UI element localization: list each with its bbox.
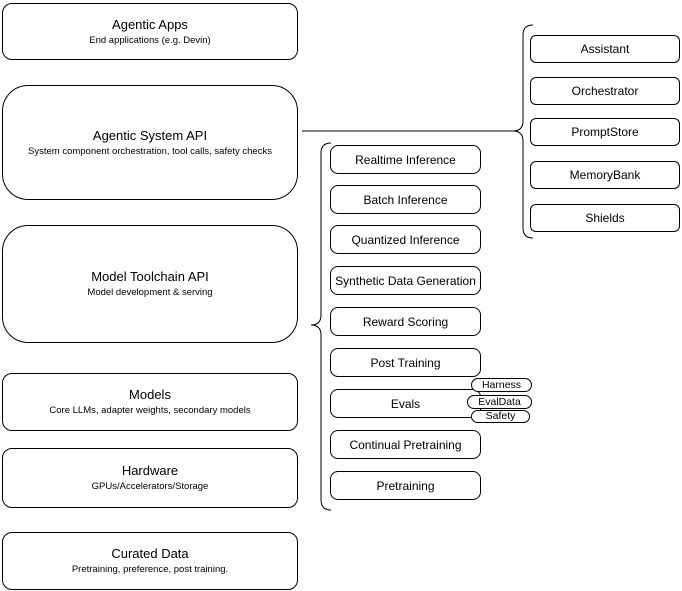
toolchain-item-batch-inference: Batch Inference xyxy=(330,185,481,214)
eval-tag-harness: Harness xyxy=(471,378,532,392)
system-item-shields: Shields xyxy=(530,204,680,232)
toolchain-item-pretraining: Pretraining xyxy=(330,471,481,500)
node-subtitle: GPUs/Accelerators/Storage xyxy=(91,481,209,492)
node-model-toolchain-api: Model Toolchain API Model development & … xyxy=(2,225,298,343)
node-agentic-system-api: Agentic System API System component orch… xyxy=(2,85,298,200)
system-item-memorybank: MemoryBank xyxy=(530,161,680,189)
node-models: Models Core LLMs, adapter weights, secon… xyxy=(2,373,298,431)
node-title: Models xyxy=(129,387,171,402)
eval-tag-evaldata: EvalData xyxy=(467,395,532,409)
system-item-orchestrator: Orchestrator xyxy=(530,77,680,105)
node-title: Agentic System API xyxy=(92,127,208,143)
node-subtitle: System component orchestration, tool cal… xyxy=(28,145,272,157)
toolchain-item-reward-scoring: Reward Scoring xyxy=(330,307,481,336)
eval-tag-safety: Safety xyxy=(471,410,530,423)
system-item-promptstore: PromptStore xyxy=(530,118,680,146)
toolchain-components-brace xyxy=(310,142,332,511)
toolchain-item-synthetic-data-generation: Synthetic Data Generation xyxy=(330,266,481,295)
node-subtitle: End applications (e.g. Devin) xyxy=(89,34,211,46)
toolchain-item-post-training: Post Training xyxy=(330,348,481,377)
toolchain-item-realtime-inference: Realtime Inference xyxy=(330,145,481,174)
toolchain-item-quantized-inference: Quantized Inference xyxy=(330,225,481,254)
toolchain-item-evals: Evals xyxy=(330,389,481,418)
node-hardware: Hardware GPUs/Accelerators/Storage xyxy=(2,448,298,508)
node-subtitle: Core LLMs, adapter weights, secondary mo… xyxy=(49,405,251,416)
node-agentic-apps: Agentic Apps End applications (e.g. Devi… xyxy=(2,3,298,60)
node-title: Curated Data xyxy=(111,546,189,561)
toolchain-item-continual-pretraining: Continual Pretraining xyxy=(330,430,481,459)
node-subtitle: Pretraining, preference, post training. xyxy=(71,564,229,575)
node-subtitle: Model development & serving xyxy=(87,287,213,298)
node-title: Hardware xyxy=(121,463,179,478)
system-components-brace xyxy=(512,24,534,239)
node-title: Agentic Apps xyxy=(112,16,188,32)
node-curated-data: Curated Data Pretraining, preference, po… xyxy=(2,532,298,590)
node-title: Model Toolchain API xyxy=(91,269,209,284)
system-item-assistant: Assistant xyxy=(530,35,680,63)
